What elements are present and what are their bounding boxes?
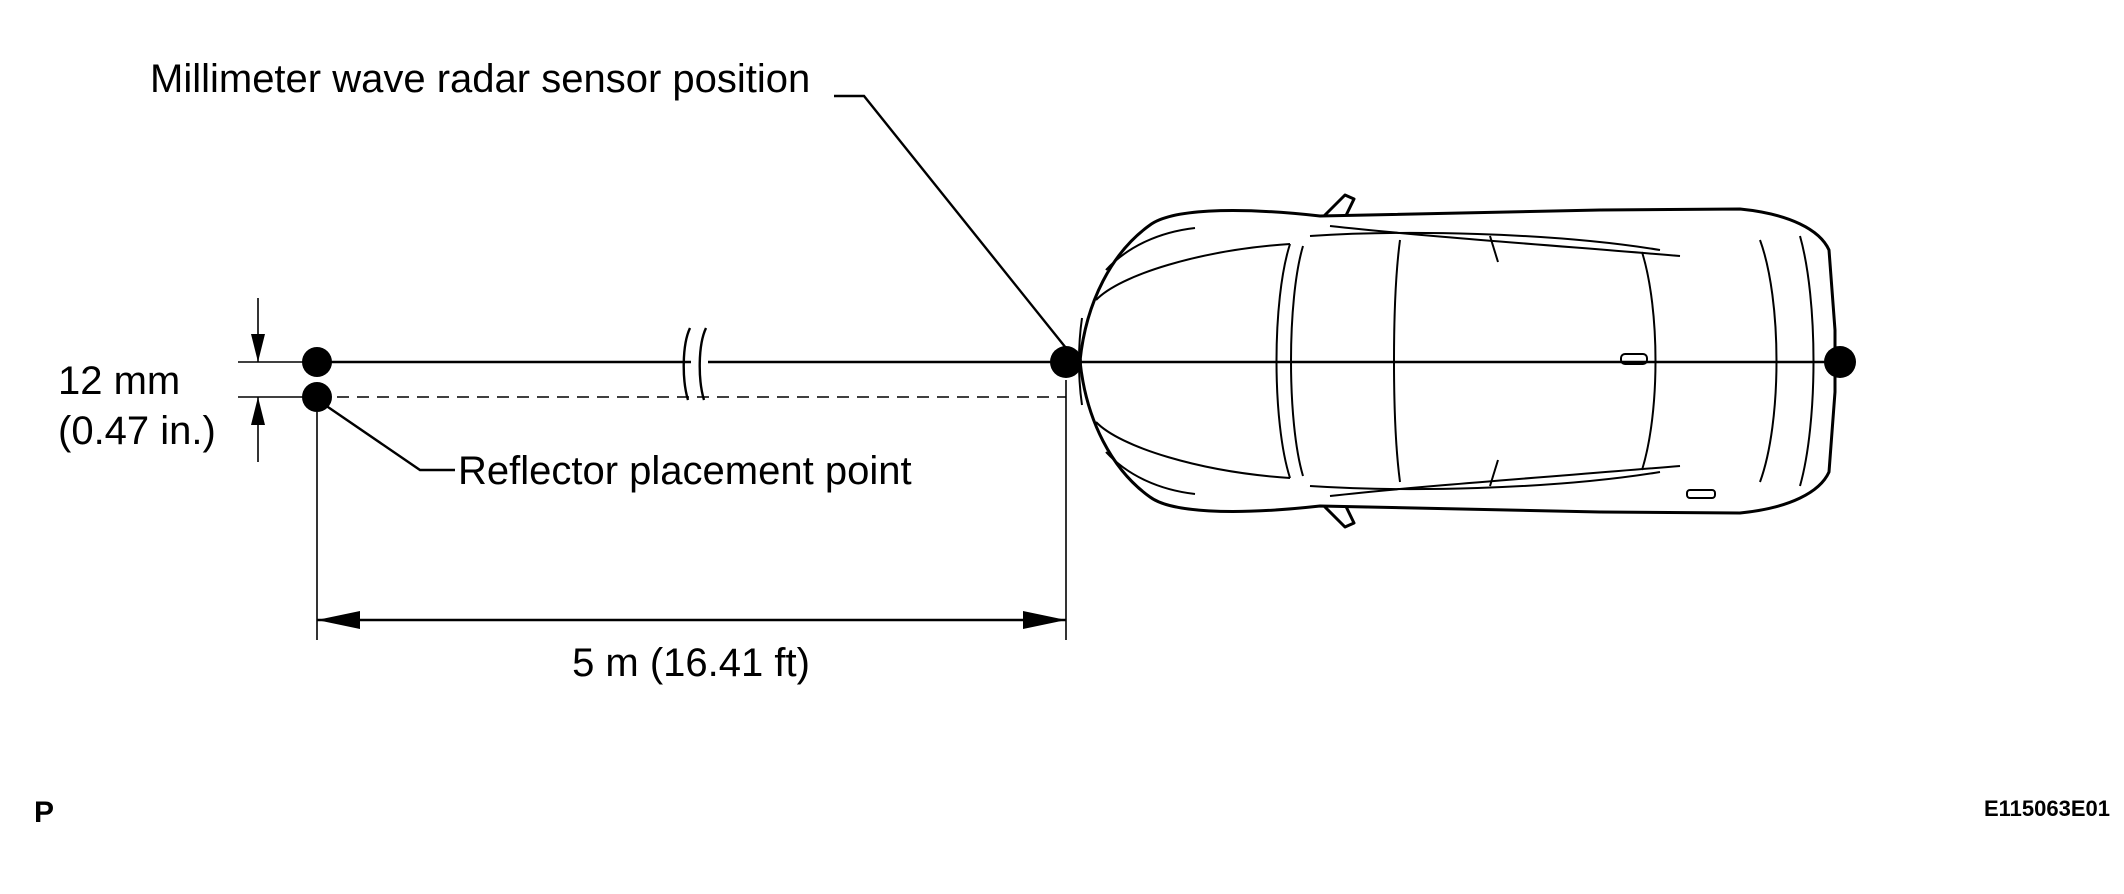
sensor-dot	[1050, 346, 1082, 378]
distance-label: 5 m (16.41 ft)	[572, 641, 810, 685]
break-mark-2	[698, 327, 708, 401]
b-pillar-bottom	[1489, 459, 1499, 487]
b-pillar-top	[1489, 235, 1499, 263]
belt-line-top	[1329, 225, 1681, 257]
reflector-dot-upper	[302, 347, 332, 377]
offset-mm-label: 12 mm	[58, 359, 180, 403]
vehicle-rear-dot	[1824, 346, 1856, 378]
window-line-top	[1309, 231, 1661, 251]
window-line-bottom	[1309, 471, 1661, 491]
sensor-position-label: Millimeter wave radar sensor position	[150, 57, 810, 101]
break-mark-1	[682, 327, 692, 401]
distance-dimension	[316, 380, 1067, 640]
roof-antenna	[1620, 353, 1648, 365]
corner-mark: P	[34, 796, 54, 829]
reflector-dot-lower	[302, 382, 332, 412]
figure-code: E115063E01	[1984, 796, 2110, 821]
hood-line-bottom	[1095, 421, 1291, 479]
reflector-point-label: Reflector placement point	[458, 449, 912, 493]
reflector-leader-line	[324, 404, 455, 472]
door-handle	[1686, 489, 1716, 499]
fender-line-bottom	[1105, 451, 1196, 495]
fender-line-top	[1105, 227, 1196, 271]
belt-line-bottom	[1329, 465, 1681, 497]
offset-in-label: (0.47 in.)	[58, 409, 216, 453]
hood-line-top	[1095, 243, 1291, 301]
offset-dimension-arrows	[251, 298, 265, 462]
sensor-leader-line	[834, 94, 1067, 349]
